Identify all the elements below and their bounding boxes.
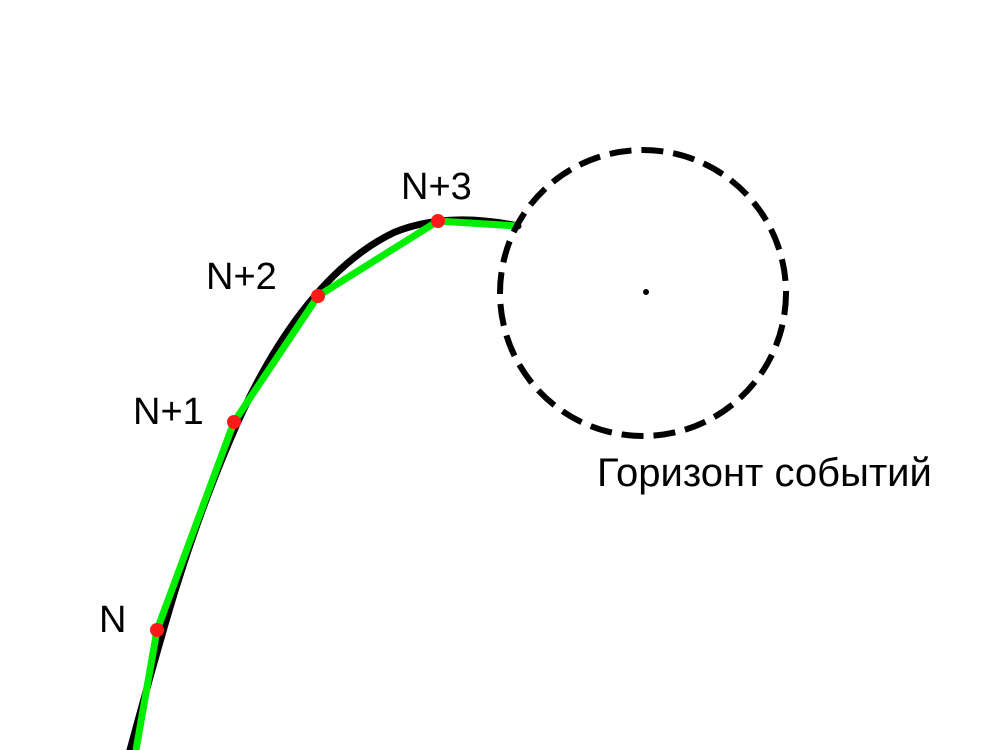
- point-n3-label: N+3: [401, 166, 472, 208]
- event-horizon-circle: [497, 147, 789, 439]
- event-horizon-label: Горизонт событий: [597, 451, 932, 495]
- point-n2-marker: [311, 289, 325, 303]
- approximation-polyline: [132, 217, 519, 750]
- point-n1-label: N+1: [133, 391, 204, 433]
- point-n3-marker: [431, 214, 445, 228]
- point-n1-marker: [227, 415, 241, 429]
- point-n2-label: N+2: [206, 256, 277, 298]
- point-n-label: N: [99, 599, 126, 641]
- point-n-marker: [150, 623, 164, 637]
- singularity-dot: [643, 289, 649, 295]
